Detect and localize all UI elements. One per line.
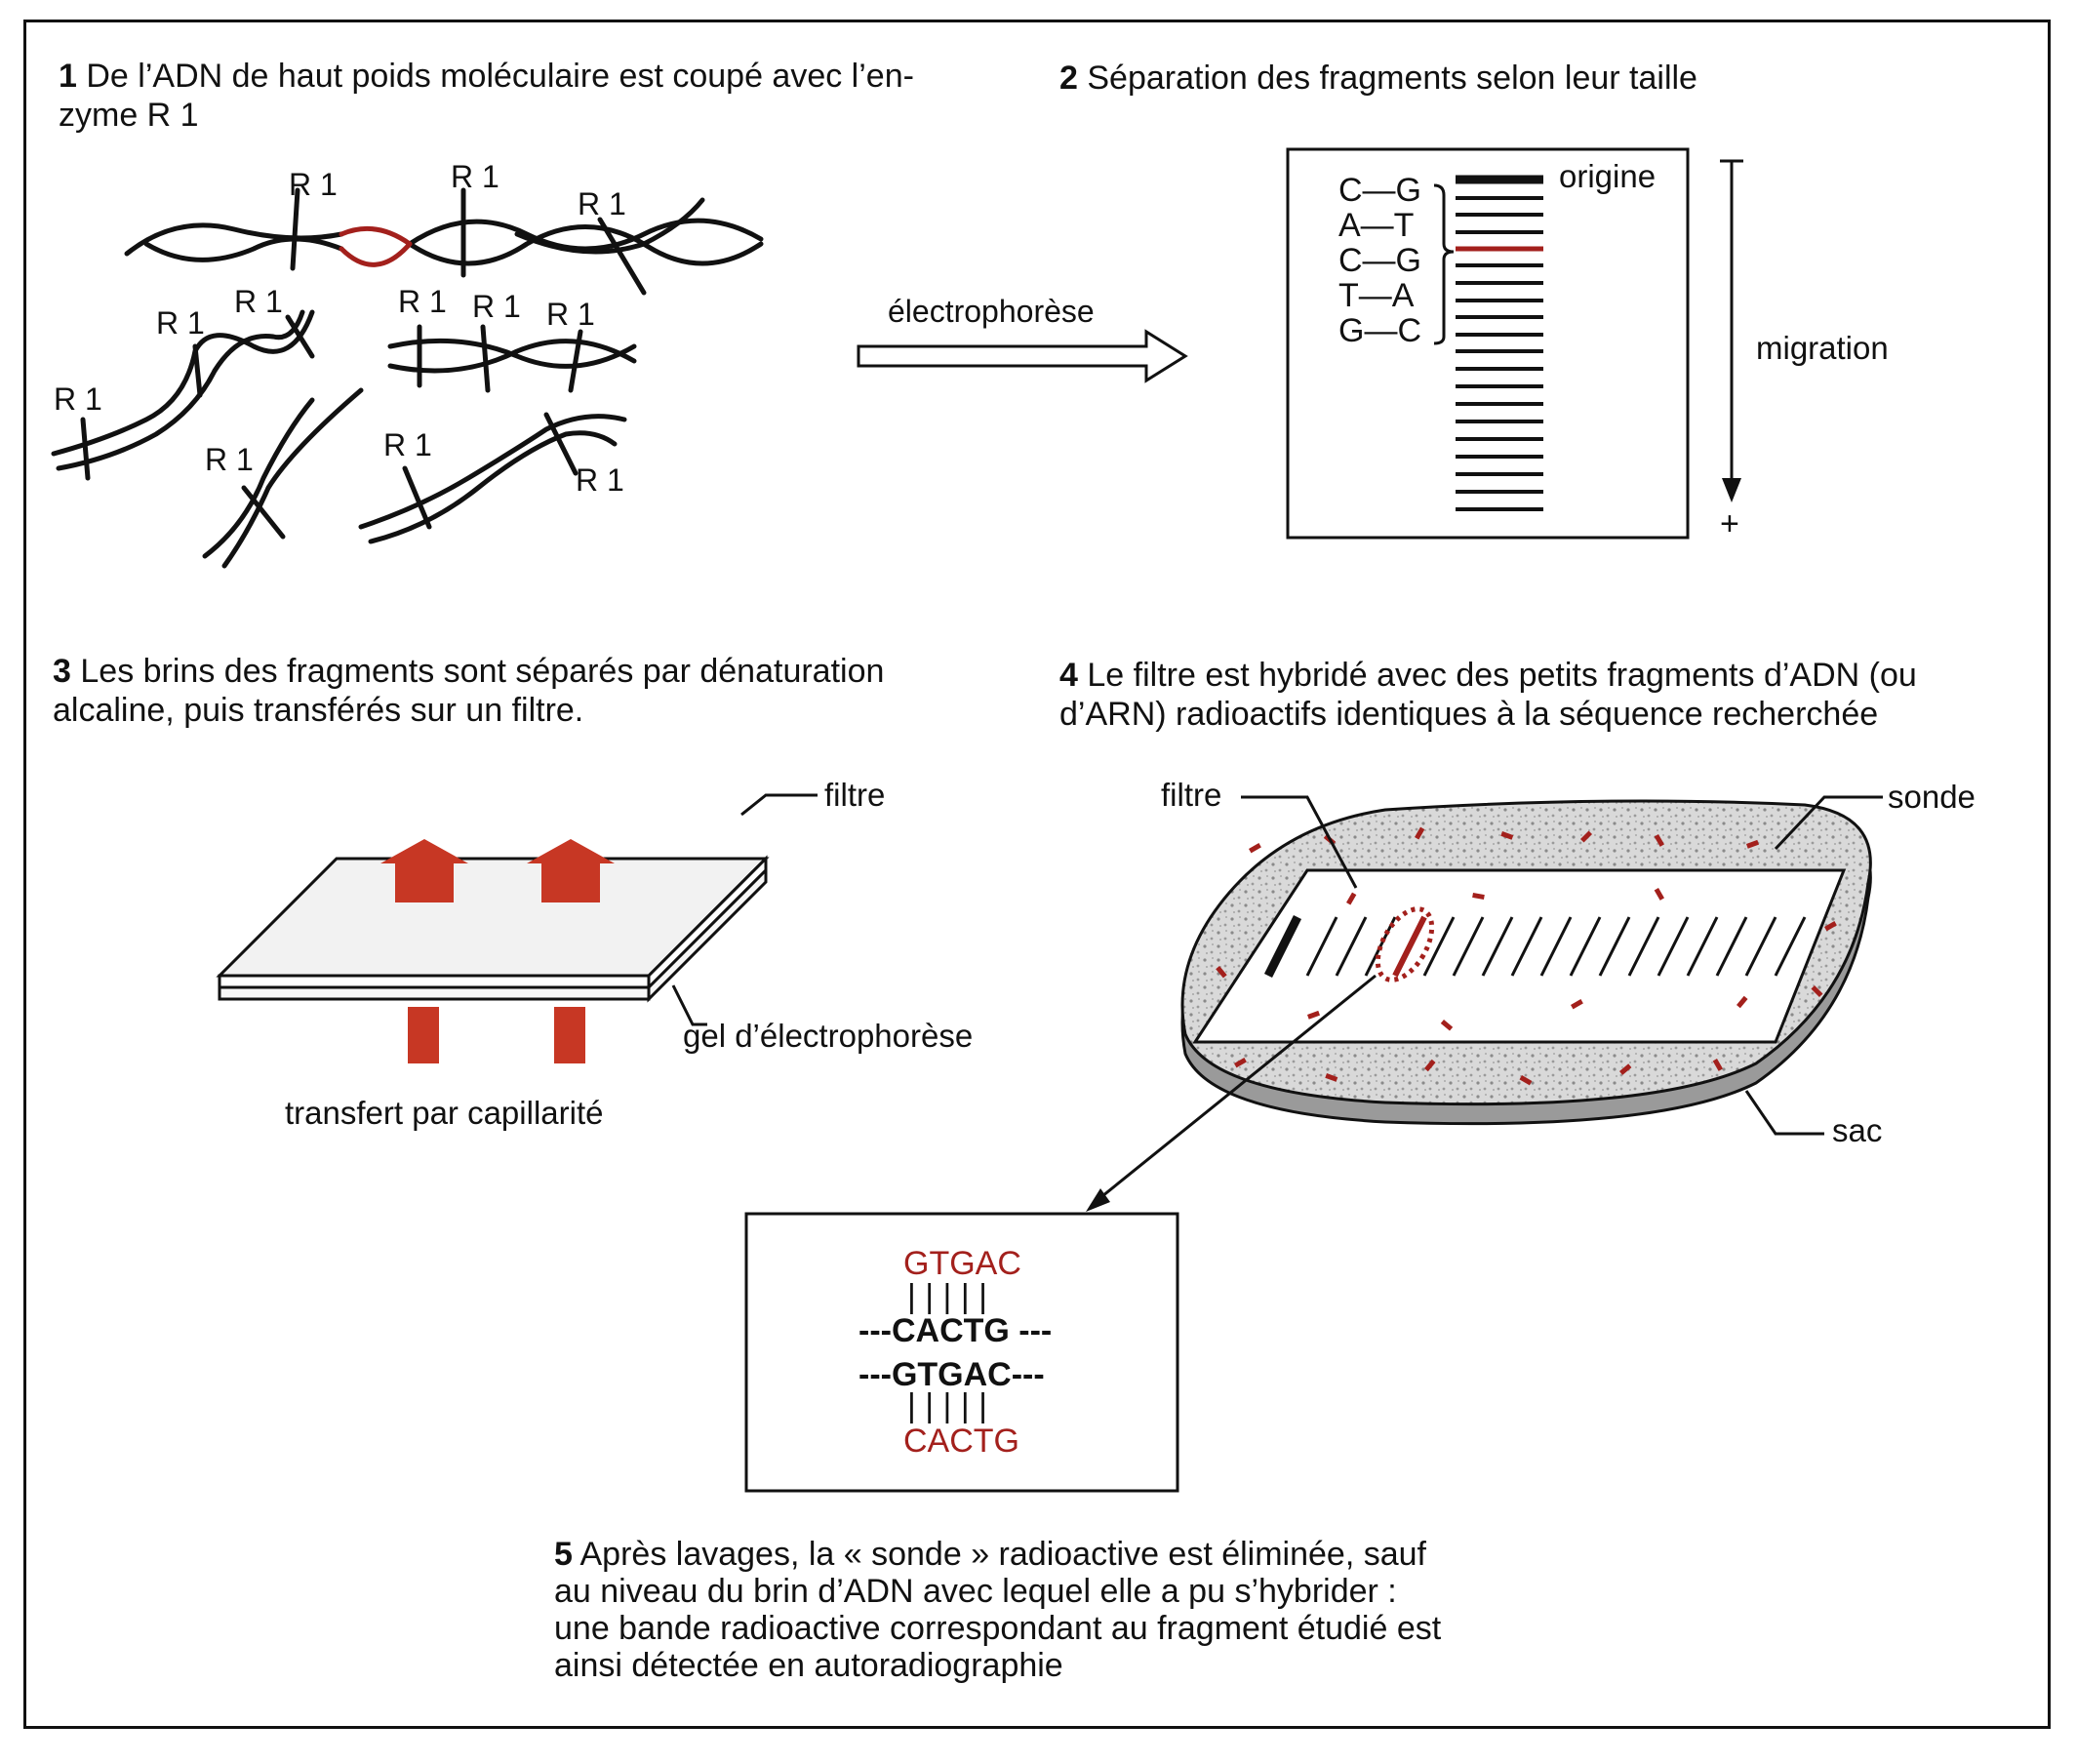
transfer-arrow	[527, 839, 615, 902]
migration-arrowhead	[1722, 478, 1741, 502]
pair-brace	[1433, 183, 1455, 345]
zoom-arrowhead	[1086, 1188, 1110, 1212]
pair-bars: | | | | |	[907, 1387, 987, 1424]
probe-seq-top: GTGAC	[903, 1245, 1021, 1282]
filter-label: filtre	[824, 777, 885, 813]
electrophoresis-arrow	[857, 329, 1188, 383]
sonde-label: sonde	[1888, 779, 1976, 815]
transfer-caption: transfert par capillarité	[285, 1095, 603, 1131]
r1-label: R 1	[578, 186, 626, 221]
base-pair: C—G	[1338, 242, 1421, 279]
gel-label: gel d’électrophorèse	[683, 1018, 973, 1054]
transfer-stack	[216, 855, 770, 1003]
r1-label: R 1	[472, 289, 521, 324]
step5-caption: 5 Après lavages, la « sonde » radioactiv…	[554, 1536, 1442, 1684]
sonde-leader	[1774, 795, 1883, 851]
r1-label: R 1	[451, 159, 499, 194]
cut-site-3	[597, 217, 647, 296]
base-pair: A—T	[1338, 207, 1414, 244]
sac-leader	[1744, 1090, 1824, 1136]
r1-label: R 1	[234, 284, 283, 319]
migration-label: migration	[1756, 330, 1889, 366]
r1-label: R 1	[54, 381, 102, 417]
electrophoresis-label: électrophorèse	[888, 294, 1095, 329]
r1-label: R 1	[546, 297, 595, 332]
dna-helix-long	[124, 197, 764, 267]
gel-slab	[218, 985, 651, 1001]
dna-strand-1: ---CACTG ---	[858, 1312, 1052, 1349]
filtre-leader	[1241, 795, 1358, 889]
filtre-label: filtre	[1161, 777, 1221, 813]
r1-label: R 1	[289, 167, 338, 202]
base-pair: G—C	[1338, 312, 1421, 349]
transfer-arrow	[380, 839, 468, 902]
hybrid-bag	[1180, 799, 1872, 1126]
sac-label: sac	[1832, 1112, 1882, 1148]
step2-caption: 2 Séparation des fragments selon leur ta…	[1059, 60, 1697, 97]
sequence-text: GTGAC | | | | | ---CACTG --- ---GTGAC---…	[858, 1245, 1052, 1460]
cut-site-1	[290, 187, 300, 271]
dna-fragments	[51, 187, 764, 569]
filter-bands	[1263, 914, 1807, 979]
plus-sign: +	[1720, 505, 1739, 542]
r1-label: R 1	[383, 427, 432, 462]
base-pairs: C—G A—T C—G T—A G—C	[1338, 172, 1421, 349]
transfer-arrow-shaft	[554, 1007, 585, 1063]
r1-label: R 1	[205, 442, 254, 477]
base-pair: C—G	[1338, 172, 1421, 209]
hybrid-filter	[1192, 868, 1847, 1044]
gel-bands	[1456, 175, 1543, 511]
transfer-arrow-shaft	[408, 1007, 439, 1063]
filter-leader	[740, 793, 818, 817]
gel-leader	[671, 984, 707, 1026]
sequence-box	[744, 1212, 1179, 1493]
r1-label: R 1	[576, 462, 624, 498]
zoom-line	[1097, 974, 1377, 1202]
step4-caption: 4 Le filtre est hybridé avec des petits …	[1059, 657, 1917, 733]
probe-seq-bottom: CACTG	[903, 1423, 1019, 1460]
r1-label: R 1	[156, 305, 205, 341]
step3-caption: 3 Les brins des fragments sont séparés p…	[53, 653, 885, 729]
origin-label: origine	[1559, 158, 1656, 194]
step1-caption: 1 De l’ADN de haut poids moléculaire est…	[59, 58, 914, 134]
dna-strand-2: ---GTGAC---	[858, 1356, 1045, 1393]
pair-bars: | | | | |	[907, 1278, 987, 1315]
figure-frame	[23, 20, 2051, 1729]
r1-label: R 1	[398, 284, 447, 319]
enzyme-labels: R 1 R 1 R 1 R 1 R 1 R 1 R 1 R 1 R 1 R 1 …	[54, 159, 626, 498]
base-pair: T—A	[1338, 277, 1415, 314]
